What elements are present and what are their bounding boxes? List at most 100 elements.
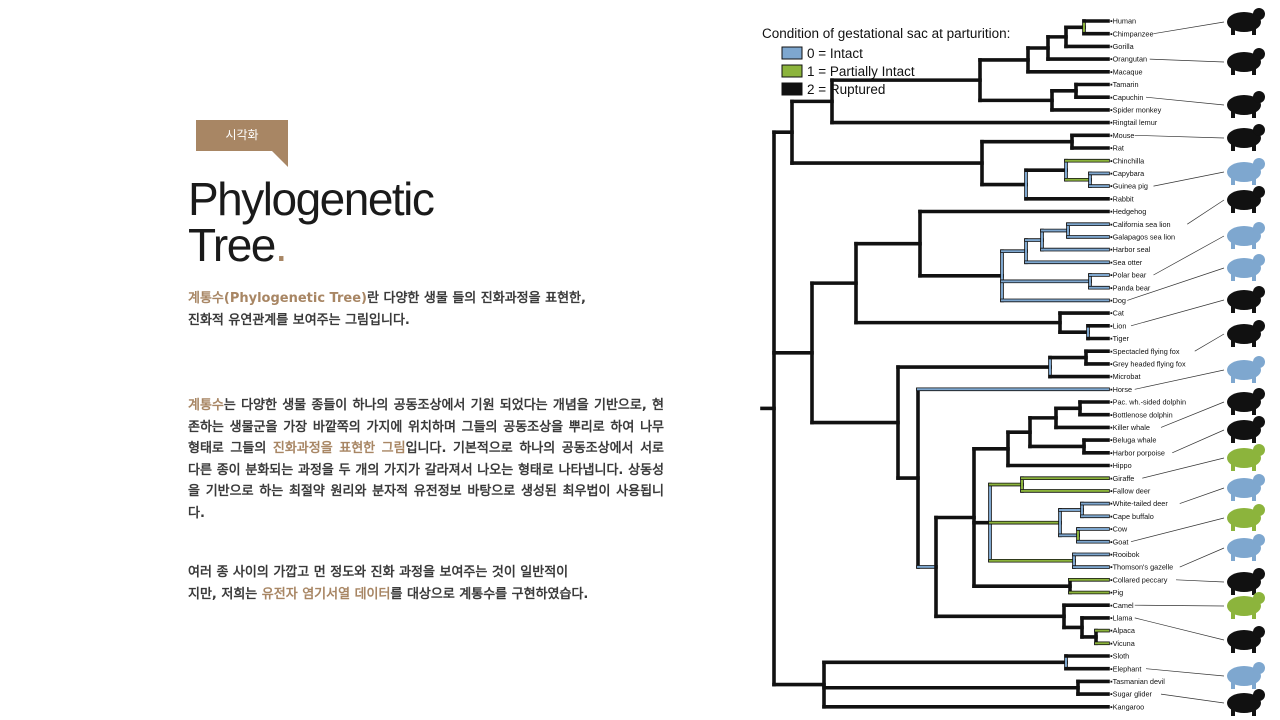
- leaf-label: ▪Sugar glider: [1110, 690, 1153, 699]
- tree-branches: [760, 19, 1110, 709]
- leaf-label: ▪Harbor porpoise: [1110, 448, 1165, 457]
- animal-silhouette-icon: [1227, 626, 1265, 653]
- pointer-line: [1179, 487, 1225, 504]
- closing-text-1: 여러 종 사이의 가깝고 먼 정도와 진화 과정을 보여주는 것이 일반적이: [188, 565, 569, 580]
- leaf-label: ▪Chimpanzee: [1110, 29, 1154, 38]
- body-highlight-1: 계통수: [188, 398, 224, 413]
- leaf-label: ▪Goat: [1110, 537, 1128, 546]
- animal-silhouette-icon: [1227, 186, 1265, 213]
- animal-silhouette-icon: [1227, 568, 1265, 595]
- leaf-label: ▪Dog: [1110, 296, 1126, 305]
- pointer-line: [1127, 267, 1225, 301]
- animal-silhouette-icon: [1227, 444, 1265, 471]
- body-text-1: 는 다양한 생물 종들이 하나의 공동조상에서 기원 되었다는 개념을 기반으로…: [188, 398, 664, 456]
- leaf-label: ▪Polar bear: [1110, 271, 1147, 280]
- leaf-label: ▪Human: [1110, 17, 1136, 26]
- pointer-line: [1149, 58, 1225, 63]
- leaf-label: ▪Giraffe: [1110, 474, 1134, 483]
- intro-text-line2: 진화적 유연관계를 보여주는 그림입니다.: [188, 312, 410, 328]
- animal-silhouette-icon: [1227, 662, 1265, 689]
- pointer-line: [1130, 517, 1225, 543]
- animal-silhouette-icon: [1227, 388, 1265, 415]
- pointer-line: [1179, 547, 1225, 568]
- legend-label-ruptured: 2 = Ruptured: [807, 82, 885, 97]
- pointer-line: [1142, 457, 1225, 479]
- leaf-label: ▪Killer whale: [1110, 423, 1150, 432]
- pointer-line: [1175, 579, 1225, 583]
- pointer-line: [1145, 96, 1225, 106]
- leaf-label: ▪Hippo: [1110, 461, 1132, 470]
- leaf-label: ▪California sea lion: [1110, 220, 1171, 229]
- legend-label-intact: 0 = Intact: [807, 46, 863, 61]
- leaf-label: ▪Cow: [1110, 525, 1128, 534]
- phylogenetic-tree: Condition of gestational sac at parturit…: [760, 8, 1265, 716]
- leaf-label: ▪Vicuna: [1110, 639, 1136, 648]
- leaf-label: ▪Cat: [1110, 309, 1124, 318]
- leaf-label: ▪Macaque: [1110, 67, 1143, 76]
- leaf-label: ▪Alpaca: [1110, 626, 1136, 635]
- closing-text-3: 를 대상으로 계통수를 구현하였습다.: [390, 586, 589, 602]
- animal-silhouette-icon: [1227, 474, 1265, 501]
- title-line1: Phylogenetic: [188, 173, 435, 225]
- leaf-label: ▪Beluga whale: [1110, 436, 1156, 445]
- animal-silhouette-icon: [1227, 592, 1265, 619]
- leaf-label: ▪Ringtail lemur: [1110, 118, 1158, 127]
- leaf-label: ▪Sea otter: [1110, 258, 1143, 267]
- body-paragraph: 계통수는 다양한 생물 종들이 하나의 공동조상에서 기원 되었다는 개념을 기…: [188, 395, 664, 524]
- intro-highlight: 계통수(Phylogenetic Tree): [188, 291, 367, 306]
- pointer-line: [1134, 617, 1225, 641]
- pointer-line: [1130, 299, 1225, 327]
- animal-silhouette-icon: [1227, 286, 1265, 313]
- leaf-label: ▪Guinea pig: [1110, 182, 1148, 191]
- leaf-label: ▪Cape buffalo: [1110, 512, 1154, 521]
- leaf-label: ▪Pig: [1110, 588, 1123, 597]
- leaf-label: ▪Spectacled flying fox: [1110, 347, 1180, 356]
- animal-silhouette-icon: [1227, 8, 1265, 35]
- tree-pointers: [1127, 21, 1225, 704]
- animal-silhouette-icon: [1227, 534, 1265, 561]
- closing-text-2: 지만, 저희는: [188, 586, 262, 602]
- leaf-label: ▪Gorilla: [1110, 42, 1135, 51]
- pointer-line: [1134, 604, 1225, 607]
- leaf-label: ▪Collared peccary: [1110, 575, 1168, 584]
- animal-silhouette-icon: [1227, 124, 1265, 151]
- title-line2: Tree: [188, 219, 276, 271]
- pointer-line: [1187, 199, 1225, 225]
- leaf-label: ▪Hedgehog: [1110, 207, 1146, 216]
- pointer-line: [1134, 369, 1225, 390]
- title-dot: .: [274, 219, 288, 271]
- pointer-line: [1134, 134, 1225, 139]
- legend-swatch-ruptured: [781, 82, 803, 96]
- intro-paragraph: 계통수(Phylogenetic Tree)란 다양한 생물 들의 진화과정을 …: [188, 288, 664, 331]
- leaf-label: ▪Spider monkey: [1110, 106, 1162, 115]
- legend-label-partial: 1 = Partially Intact: [807, 64, 915, 79]
- leaf-label: ▪Orangutan: [1110, 55, 1147, 64]
- leaf-label: ▪Rat: [1110, 144, 1124, 153]
- animal-silhouette-icon: [1227, 356, 1265, 383]
- leaf-label: ▪Mouse: [1110, 131, 1135, 140]
- leaf-label: ▪Rabbit: [1110, 194, 1134, 203]
- leaf-label: ▪Galapagos sea lion: [1110, 233, 1175, 242]
- animal-silhouette-icon: [1227, 222, 1265, 249]
- animal-silhouette-icon: [1227, 504, 1265, 531]
- pointer-line: [1160, 693, 1225, 704]
- leaf-label: ▪Sloth: [1110, 652, 1129, 661]
- leaf-label: ▪Horse: [1110, 385, 1132, 394]
- leaf-label: ▪Elephant: [1110, 664, 1141, 673]
- pointer-line: [1153, 21, 1225, 35]
- pointer-line: [1172, 429, 1225, 454]
- body-text-2: 입니다. 기본적으로 하나의 공동조상에서 서로 다른 종이 분화되는 과정을 …: [188, 441, 664, 521]
- badge-tail: [272, 151, 288, 167]
- legend-swatch-intact: [781, 46, 803, 60]
- legend-title: Condition of gestational sac at parturit…: [762, 26, 1010, 41]
- leaf-label: ▪Bottlenose dolphin: [1110, 410, 1173, 419]
- leaf-label: ▪Kangaroo: [1110, 702, 1144, 711]
- leaf-label: ▪Tamarin: [1110, 80, 1139, 89]
- leaf-label: ▪Rooibok: [1110, 550, 1140, 559]
- leaf-label: ▪Panda bear: [1110, 283, 1151, 292]
- leaf-label: ▪Pac. wh.-sided dolphin: [1110, 398, 1186, 407]
- animal-silhouette-icon: [1227, 689, 1265, 716]
- leaf-label: ▪Harbor seal: [1110, 245, 1151, 254]
